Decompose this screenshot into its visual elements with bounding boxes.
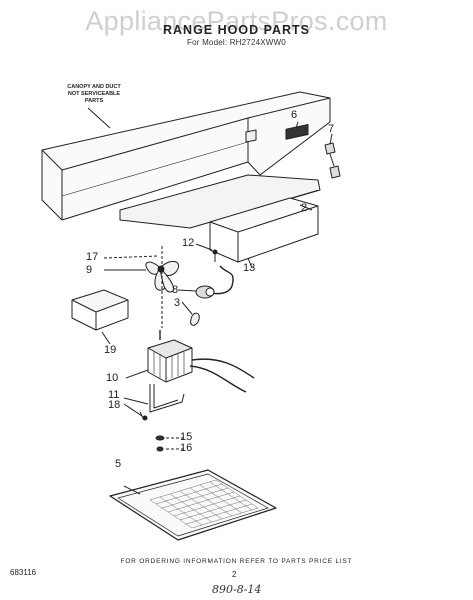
ordering-info: FOR ORDERING INFORMATION REFER TO PARTS … xyxy=(120,558,353,565)
fan-blade-part-9 xyxy=(103,246,180,328)
screw-part-12 xyxy=(195,243,218,262)
callout-11: 11 xyxy=(108,389,120,401)
callout-6: 6 xyxy=(291,109,298,121)
callout-19: 19 xyxy=(104,344,117,356)
switch-knob-part-7 xyxy=(324,133,341,179)
hardware-part-15-16 xyxy=(155,435,184,452)
callout-16: 16 xyxy=(180,442,193,454)
switch-plate-part-6 xyxy=(245,121,309,143)
canopy-note-line-3: PARTS xyxy=(84,98,104,104)
callout-12: 12 xyxy=(182,237,195,249)
callout-17: 17 xyxy=(86,251,99,263)
canopy-leader xyxy=(87,107,111,129)
grease-filter-part-5 xyxy=(109,469,277,541)
model-subtitle: For Model: RH2724XWW0 xyxy=(187,38,286,47)
motor-bracket-part-11 xyxy=(123,384,185,421)
callout-8: 8 xyxy=(172,284,179,296)
light-lens-part-13 xyxy=(209,197,319,269)
callout-5: 5 xyxy=(115,458,122,470)
lamp-socket-part-8 xyxy=(177,285,215,299)
watermark: AppliancePartsPros.com xyxy=(85,6,388,36)
canopy-note: CANOPY AND DUCT NOT SERVICEABLE PARTS xyxy=(52,84,136,105)
callout-10: 10 xyxy=(106,372,119,384)
canopy-note-line-2: NOT SERVICEABLE xyxy=(67,91,121,97)
motor-part-10 xyxy=(125,330,255,393)
page-title: RANGE HOOD PARTS xyxy=(162,23,311,37)
callout-13: 13 xyxy=(243,262,256,274)
page-number: 2 xyxy=(232,570,237,579)
clip-part-3 xyxy=(181,301,200,326)
callout-15: 15 xyxy=(180,431,193,443)
hood-canopy xyxy=(41,91,331,229)
callout-3: 3 xyxy=(174,297,181,309)
callout-9: 9 xyxy=(86,264,93,276)
callout-18: 18 xyxy=(108,399,121,411)
callout-2: 2 xyxy=(301,202,308,214)
document-code: 683116 xyxy=(10,568,37,577)
handwritten-note: 890-8-14 xyxy=(212,583,262,596)
grille-part-19 xyxy=(71,289,129,345)
callout-7: 7 xyxy=(328,123,335,135)
canopy-note-line-1: CANOPY AND DUCT xyxy=(67,84,121,90)
